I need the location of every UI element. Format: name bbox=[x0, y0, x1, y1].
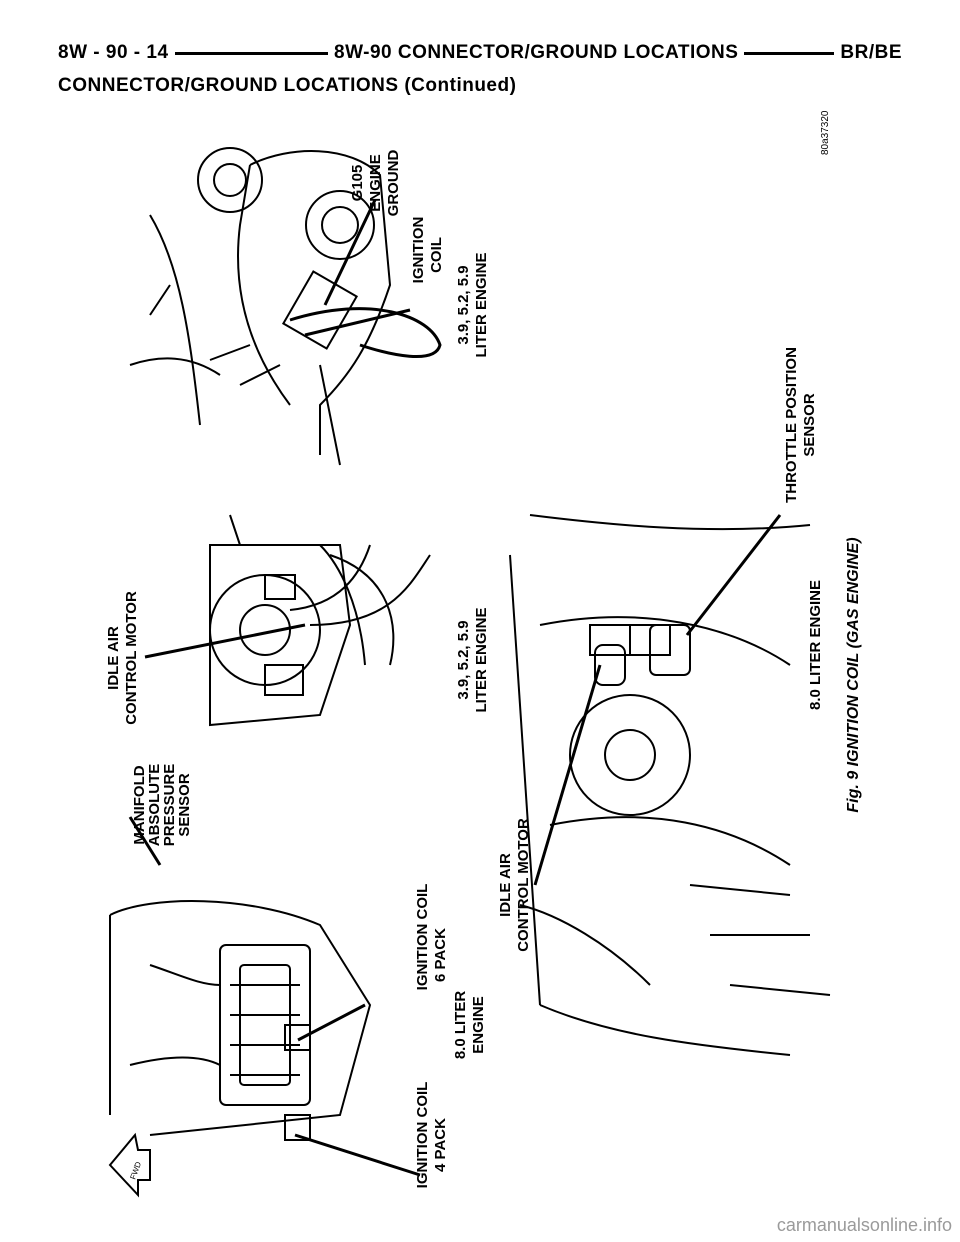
label-map-line4: SENSOR bbox=[176, 773, 193, 837]
label-coil-4-pack-line1: IGNITION COIL bbox=[414, 1082, 431, 1189]
footer: carmanualsonline.info bbox=[0, 1212, 960, 1242]
section-title: 8W-90 CONNECTOR/GROUND LOCATIONS bbox=[328, 38, 745, 68]
label-engine-39-upper-line2: LITER ENGINE bbox=[473, 252, 490, 357]
panel-throttle-80 bbox=[509, 514, 831, 1056]
label-g105-line3: GROUND bbox=[385, 150, 402, 217]
figure-artwork: 80a37320 bbox=[108, 110, 831, 1198]
page-reference: 8W - 90 - 14 bbox=[58, 38, 175, 68]
label-engine-80-upper-line2: ENGINE bbox=[470, 996, 487, 1054]
label-map-line2: ABSOLUTE bbox=[146, 764, 163, 847]
figure-caption: Fig. 9 IGNITION COIL (GAS ENGINE) bbox=[845, 537, 862, 812]
panel-throttle-39 bbox=[209, 514, 431, 727]
label-map-line3: PRESSURE bbox=[161, 764, 178, 847]
label-iac-lower-line2: CONTROL MOTOR bbox=[515, 818, 532, 952]
watermark: carmanualsonline.info bbox=[776, 1215, 952, 1235]
label-engine-80-lower: 8.0 LITER ENGINE bbox=[807, 580, 824, 710]
callout-labels: G105 ENGINE GROUND IGNITION COIL 3.9, 5.… bbox=[105, 150, 862, 1189]
label-tps-line2: SENSOR bbox=[801, 393, 818, 457]
label-engine-80-upper-line1: 8.0 LITER bbox=[452, 991, 469, 1060]
label-coil-4-pack-line2: 4 PACK bbox=[432, 1118, 449, 1172]
label-coil-6-pack-line1: IGNITION COIL bbox=[414, 884, 431, 991]
label-engine-39-upper-line1: 3.9, 5.2, 5.9 bbox=[455, 265, 472, 344]
label-iac-upper-line1: IDLE AIR bbox=[105, 626, 122, 690]
model-code: BR/BE bbox=[834, 38, 902, 68]
leader-lines bbox=[128, 199, 782, 1177]
front-arrow: FWD bbox=[108, 1132, 151, 1198]
ignition-coil-figure: 80a37320 bbox=[105, 110, 862, 1198]
art-id-label: 80a37320 bbox=[820, 110, 831, 155]
panel-coil-80 bbox=[109, 900, 372, 1141]
label-g105-line1: G105 bbox=[349, 165, 366, 202]
label-iac-upper-line2: CONTROL MOTOR bbox=[123, 591, 140, 725]
label-ignition-coil-line1: IGNITION bbox=[410, 217, 427, 284]
label-tps-line1: THROTTLE POSITION bbox=[783, 347, 800, 503]
label-g105-line2: ENGINE bbox=[367, 154, 384, 212]
panel-coil-39: 80a37320 bbox=[129, 110, 831, 466]
page-header: 8W - 90 - 14 8W-90 CONNECTOR/GROUND LOCA… bbox=[58, 38, 902, 68]
label-map-line1: MANIFOLD bbox=[131, 765, 148, 844]
label-ignition-coil-line2: COIL bbox=[428, 237, 445, 273]
label-iac-lower-line1: IDLE AIR bbox=[497, 853, 514, 917]
page-subtitle: CONNECTOR/GROUND LOCATIONS (Continued) bbox=[58, 75, 517, 96]
label-engine-39-lower-line1: 3.9, 5.2, 5.9 bbox=[455, 620, 472, 699]
label-coil-6-pack-line2: 6 PACK bbox=[432, 928, 449, 982]
label-engine-39-lower-line2: LITER ENGINE bbox=[473, 607, 490, 712]
